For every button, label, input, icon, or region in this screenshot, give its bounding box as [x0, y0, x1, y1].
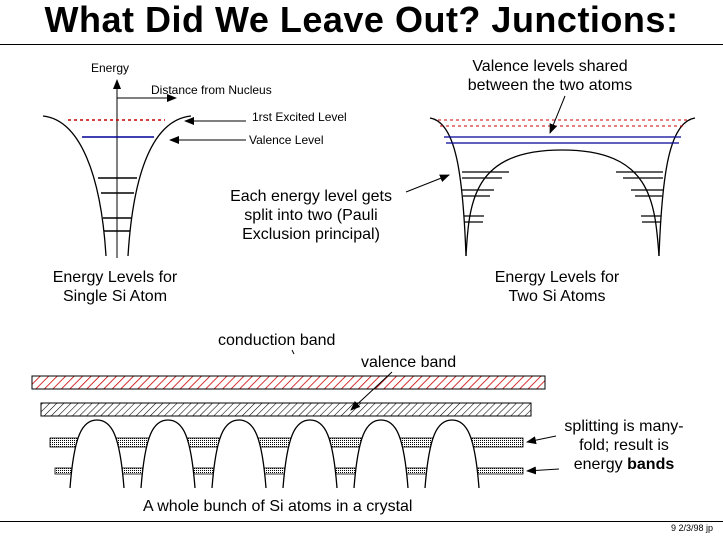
two-atom-well-right	[658, 117, 696, 257]
crystal-diagram	[31, 349, 560, 489]
band-pointer	[526, 435, 557, 445]
potential-well-left	[42, 115, 107, 257]
atom-arch	[69, 419, 125, 489]
caption-line: Energy Levels for	[494, 269, 620, 286]
note-line: Valence levels shared	[472, 58, 628, 75]
atom-arch	[353, 419, 409, 489]
two-atom-caption: Energy Levels for Two Si Atoms	[452, 268, 662, 306]
note-line: fold; result is	[579, 437, 669, 454]
note-line: energy bands	[549, 455, 699, 474]
valence-band-pointer	[350, 371, 393, 411]
valence-band-label: valence band	[361, 354, 457, 371]
title-rule	[0, 44, 723, 45]
split-levels-pointer	[405, 174, 450, 193]
shared-levels-pointer	[549, 95, 566, 134]
single-atom-diagram	[42, 79, 246, 258]
atom-wells	[69, 419, 480, 489]
potential-well-right	[127, 115, 192, 257]
atom-arch	[282, 419, 338, 489]
manyfold-note: splitting is many- fold; result is energ…	[549, 417, 699, 474]
lower-band	[49, 437, 524, 448]
conduction-band	[31, 375, 546, 390]
note-text: energy	[573, 456, 628, 473]
crystal-caption: A whole bunch of Si atoms in a crystal	[143, 498, 413, 515]
note-line: between the two atoms	[467, 77, 633, 94]
energy-axis-label: Energy	[91, 61, 130, 75]
slide-title: What Did We Leave Out? Junctions:	[44, 0, 679, 40]
atom-arch	[211, 419, 267, 489]
conduction-band-pointer	[291, 349, 295, 355]
caption-line: Two Si Atoms	[508, 288, 606, 305]
note-line: Each energy level gets	[230, 188, 392, 205]
central-barrier	[465, 149, 660, 257]
note-line: Exclusion principal)	[242, 226, 380, 243]
slide-footer: 9 2/3/98 jp	[670, 523, 713, 533]
two-atoms-diagram	[405, 95, 696, 257]
conduction-band-label: conduction band	[218, 332, 336, 349]
shared-levels-note: Valence levels shared between the two at…	[445, 57, 655, 95]
caption-line: Single Si Atom	[62, 288, 168, 305]
excited-level-label: 1rst Excited Level	[252, 110, 347, 124]
band-pointer	[526, 466, 560, 475]
splitting-note: Each energy level gets split into two (P…	[208, 187, 414, 244]
footer-rule	[0, 521, 723, 522]
caption-line: Energy Levels for	[52, 269, 178, 286]
note-line: split into two (Pauli	[244, 207, 378, 224]
distance-axis-label: Distance from Nucleus	[151, 83, 272, 97]
valence-level-label: Valence Level	[249, 133, 324, 147]
two-atom-well-left	[429, 117, 467, 257]
emphasis-text: bands	[627, 456, 675, 473]
single-atom-caption: Energy Levels for Single Si Atom	[20, 268, 210, 306]
atom-arch	[140, 419, 196, 489]
atom-arch	[424, 419, 480, 489]
valence-band	[40, 402, 532, 417]
note-line: splitting is many-	[564, 418, 684, 435]
